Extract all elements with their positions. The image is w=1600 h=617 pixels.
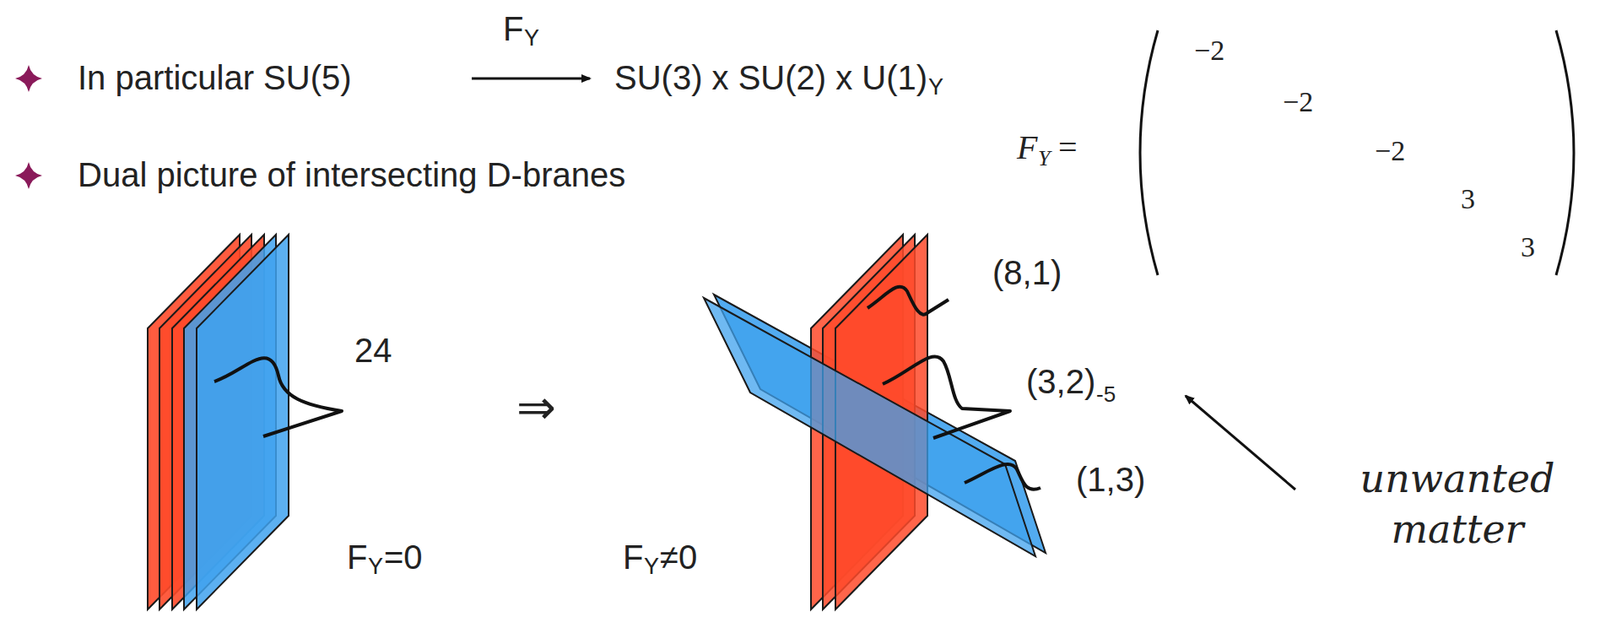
callout-note: unwanted matter: [1326, 454, 1589, 556]
label-text: F: [622, 540, 644, 574]
matrix-entry: −2: [1374, 136, 1406, 166]
label-text: Y: [367, 555, 384, 579]
matrix-entry: −2: [1282, 87, 1314, 117]
bullet-star: [15, 162, 43, 190]
open-string: [214, 357, 342, 437]
brane-stack: [147, 234, 289, 610]
label-text: F: [502, 11, 524, 46]
label-text: (1,3): [1075, 462, 1146, 497]
breaking-arrow: [471, 77, 590, 81]
label-text: Y: [643, 555, 660, 579]
label-text: =: [1058, 130, 1078, 165]
label-text: (3,2): [1026, 364, 1096, 399]
label-text: Y: [524, 27, 540, 50]
label-text: Y: [928, 75, 944, 99]
label-text: ≠0: [659, 540, 698, 574]
brane-stack: [703, 234, 1046, 610]
label-text: F: [346, 540, 368, 574]
matrix-entry: 3: [1460, 184, 1476, 214]
label-text: -5: [1096, 383, 1116, 406]
label-text: Dual picture of intersecting D-branes: [77, 157, 626, 192]
bullet-star: [15, 64, 43, 92]
label-text: SU(3) x SU(2) x U(1): [614, 60, 928, 95]
label-text: ⇒: [516, 383, 557, 432]
label-text: (8,1): [992, 255, 1062, 290]
label-text: In particular SU(5): [77, 60, 352, 95]
callout-arrow: [1185, 395, 1296, 490]
matrix-paren: [1140, 30, 1158, 276]
label-text: 24: [354, 333, 393, 368]
open-string: [867, 286, 1041, 490]
matrix-entry: 3: [1520, 232, 1536, 262]
label-text: F: [1016, 130, 1038, 165]
matrix-entry: −2: [1194, 36, 1225, 65]
label-text: =0: [383, 540, 423, 574]
label-text: Y: [1037, 147, 1050, 170]
matrix-paren: [1556, 30, 1574, 276]
